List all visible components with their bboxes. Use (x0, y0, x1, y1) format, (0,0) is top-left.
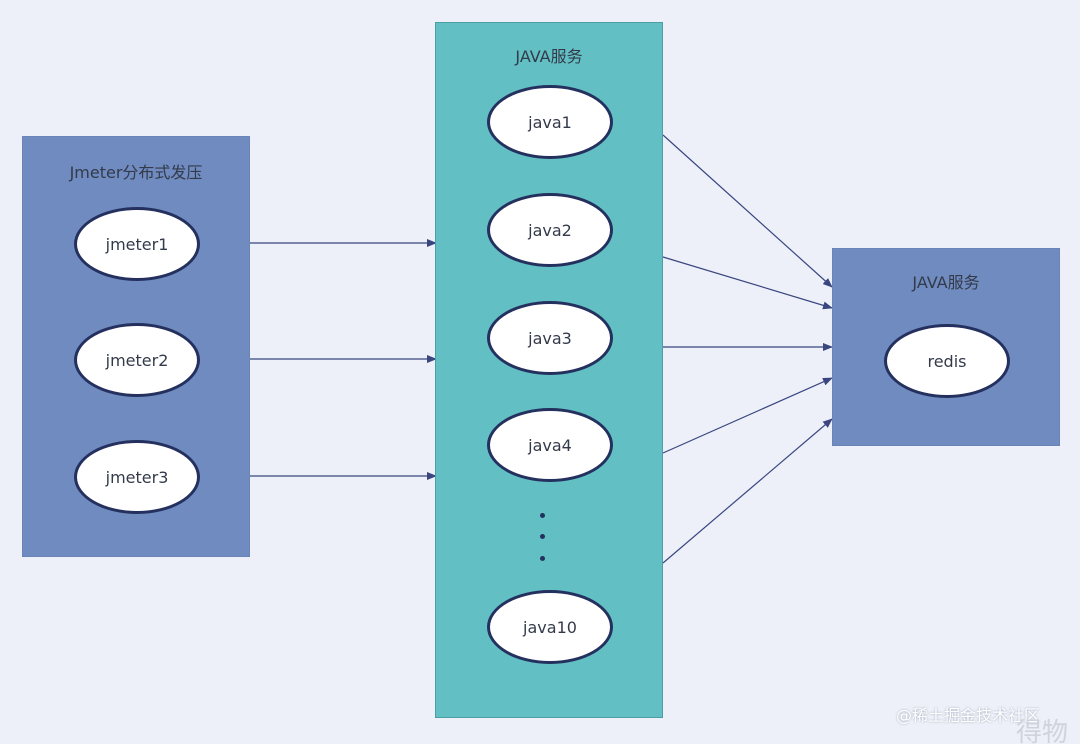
jmeter-panel: Jmeter分布式发压 jmeter1 jmeter2 jmeter3 (22, 136, 250, 557)
ellipsis-dot (540, 556, 545, 561)
watermark-text: @稀土掘金技术社区 (896, 706, 1041, 725)
node-jmeter3: jmeter3 (74, 440, 200, 514)
node-redis: redis (884, 324, 1010, 398)
watermark-corner-logo: 得物 (1016, 718, 1069, 744)
redis-panel-title: JAVA服务 (912, 273, 980, 292)
java-service-panel: JAVA服务 java1 java2 java3 java4 java10 (435, 22, 663, 718)
node-jmeter1: jmeter1 (74, 207, 200, 281)
arrow-java-to-redis-2 (662, 256, 833, 310)
jmeter-panel-title: Jmeter分布式发压 (69, 163, 203, 182)
arrow-java-to-redis-5 (662, 418, 833, 564)
arrow-java-to-redis-4 (662, 377, 833, 454)
node-java2: java2 (487, 193, 613, 267)
node-java4: java4 (487, 408, 613, 482)
java-panel-title: JAVA服务 (515, 47, 583, 66)
node-java3: java3 (487, 301, 613, 375)
node-java1: java1 (487, 85, 613, 159)
arrow-java-to-redis-1 (662, 134, 833, 288)
ellipsis-dot (540, 513, 545, 518)
ellipsis-dot (540, 534, 545, 539)
node-java10: java10 (487, 590, 613, 664)
redis-service-panel: JAVA服务 redis (832, 248, 1060, 446)
node-jmeter2: jmeter2 (74, 323, 200, 397)
